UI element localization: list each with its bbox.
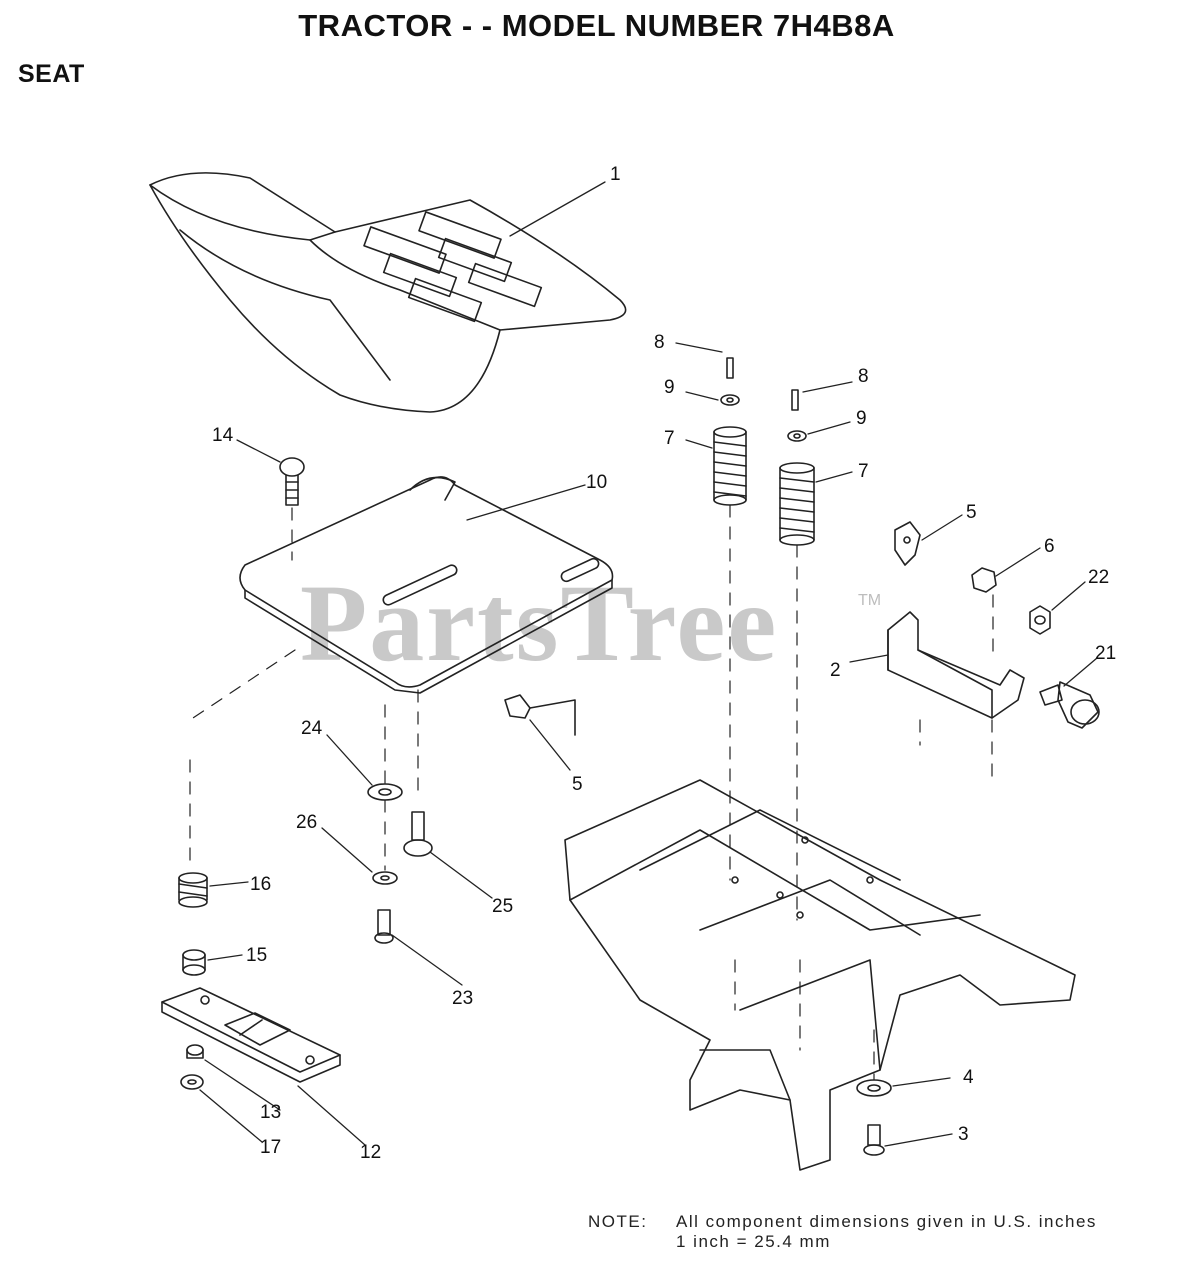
seat-part[interactable] [149, 172, 627, 413]
note-line-1: All component dimensions given in U.S. i… [676, 1212, 1097, 1231]
bolt-23-part[interactable] [374, 909, 394, 944]
callout-22: 22 [1088, 567, 1109, 588]
spring-7-right[interactable] [779, 462, 815, 546]
callout-8a: 8 [654, 332, 665, 353]
clip-5-upper[interactable] [894, 521, 921, 566]
seat-pan-part[interactable] [239, 476, 614, 694]
washer-26-part[interactable] [372, 871, 398, 885]
leader-lines [199, 181, 1098, 1147]
callout-7b: 7 [858, 461, 869, 482]
center-lines [189, 504, 994, 1081]
callout-12: 12 [360, 1142, 381, 1163]
page-title: TRACTOR - - MODEL NUMBER 7H4B8A [298, 8, 895, 43]
note-label: NOTE: [588, 1212, 648, 1231]
clip-5-lower[interactable] [504, 694, 576, 736]
frame-part [564, 779, 1076, 1171]
knob-21-part[interactable] [1039, 681, 1100, 729]
bolt-3-part[interactable] [863, 1124, 885, 1156]
callout-23: 23 [452, 988, 473, 1009]
callout-14: 14 [212, 425, 234, 446]
callout-16: 16 [250, 874, 271, 895]
callout-9b: 9 [856, 408, 867, 429]
bracket-2-part[interactable] [887, 611, 1025, 719]
callout-4: 4 [963, 1067, 974, 1088]
nut-6-part[interactable] [971, 567, 997, 593]
pin-8-left[interactable] [726, 357, 734, 379]
nut-13-part[interactable] [186, 1044, 204, 1059]
callout-5b: 5 [572, 774, 583, 795]
note-line-2: 1 inch = 25.4 mm [676, 1232, 831, 1251]
callout-25: 25 [492, 896, 513, 917]
washer-17-part[interactable] [180, 1074, 204, 1090]
callout-13: 13 [260, 1102, 281, 1123]
watermark-tm: TM [858, 592, 882, 609]
callout-5a: 5 [966, 502, 977, 523]
callout-7a: 7 [664, 428, 675, 449]
callout-26: 26 [296, 812, 317, 833]
spring-16-part[interactable] [178, 872, 208, 908]
section-title: SEAT [18, 60, 85, 88]
nut-22-part[interactable] [1029, 605, 1051, 635]
callout-3: 3 [958, 1124, 969, 1145]
callout-15: 15 [246, 945, 267, 966]
washer-9-right[interactable] [787, 430, 807, 442]
slide-plate-12-part[interactable] [161, 987, 341, 1083]
bolt-25-part[interactable] [403, 811, 433, 857]
callout-21: 21 [1095, 643, 1116, 664]
callout-17: 17 [260, 1137, 281, 1158]
callout-10: 10 [586, 472, 607, 493]
washer-9-left[interactable] [720, 394, 740, 406]
spring-7-left[interactable] [713, 426, 747, 506]
callout-8b: 8 [858, 366, 869, 387]
pin-8-right[interactable] [791, 389, 799, 411]
callout-9a: 9 [664, 377, 675, 398]
callout-6: 6 [1044, 536, 1055, 557]
watermark: PartsTree [300, 562, 779, 684]
bolt-14-part[interactable] [279, 457, 305, 506]
washer-24-part[interactable] [367, 783, 403, 801]
callout-1: 1 [610, 164, 621, 185]
spacer-15-part[interactable] [182, 949, 206, 976]
washer-4-part[interactable] [856, 1079, 892, 1097]
note-text: All component dimensions given in U.S. i… [676, 1212, 1097, 1252]
callout-2: 2 [830, 660, 841, 681]
callout-24: 24 [301, 718, 323, 739]
